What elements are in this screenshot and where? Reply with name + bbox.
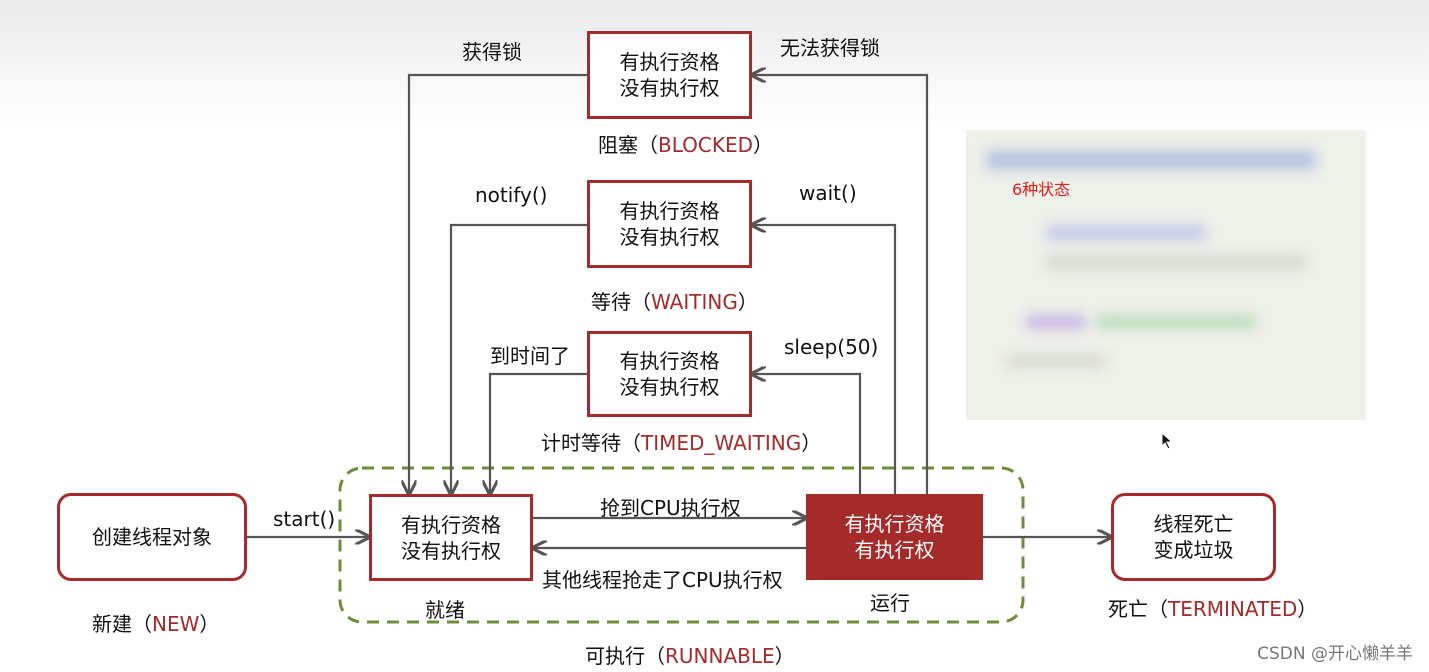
new-label: 新建（NEW） xyxy=(92,612,220,636)
arrow-time-up xyxy=(490,372,588,494)
time-up-label: 到时间了 xyxy=(490,344,570,368)
grab-cpu-label: 抢到CPU执行权 xyxy=(600,496,741,520)
ready-label: 就绪 xyxy=(425,598,465,622)
dead-line1: 线程死亡 xyxy=(1153,512,1234,536)
runnable-label: 可执行（RUNNABLE） xyxy=(585,644,795,668)
blurred-side-panel: 6种状态 xyxy=(966,130,1366,420)
blocked-label: 阻塞（BLOCKED） xyxy=(598,133,774,157)
ready-state-box: 有执行资格 没有执行权 xyxy=(369,494,533,581)
notify-label: notify() xyxy=(475,183,548,207)
sleep-label: sleep(50) xyxy=(784,335,879,359)
cannot-get-lock-label: 无法获得锁 xyxy=(780,36,880,60)
blocked-state-box: 有执行资格 没有执行权 xyxy=(587,31,752,119)
new-state-box: 创建线程对象 xyxy=(57,493,247,581)
running-line2: 有执行权 xyxy=(854,538,935,562)
waiting-line1: 有执行资格 xyxy=(619,199,720,223)
arrow-wait xyxy=(752,225,897,496)
get-lock-label: 获得锁 xyxy=(462,40,522,64)
waiting-line2: 没有执行权 xyxy=(619,225,720,249)
timed-line2: 没有执行权 xyxy=(619,375,720,399)
timed-waiting-state-box: 有执行资格 没有执行权 xyxy=(587,331,752,417)
running-label: 运行 xyxy=(870,591,910,615)
watermark: CSDN @开心懒羊羊 xyxy=(1257,644,1413,664)
start-label: start() xyxy=(273,507,336,531)
blurred-content xyxy=(966,130,1366,420)
running-line1: 有执行资格 xyxy=(844,512,945,536)
timed-line1: 有执行资格 xyxy=(619,349,720,373)
wait-label: wait() xyxy=(799,181,857,205)
blocked-line2: 没有执行权 xyxy=(619,76,720,100)
ready-line2: 没有执行权 xyxy=(401,538,501,563)
runnable-group-border xyxy=(338,466,1025,624)
new-line1: 创建线程对象 xyxy=(92,525,212,549)
arrow-sleep xyxy=(752,374,862,496)
arrow-get-lock xyxy=(409,73,588,494)
side-panel-title: 6种状态 xyxy=(1012,180,1071,199)
timed-waiting-label: 计时等待（TIMED_WAITING） xyxy=(541,431,822,455)
running-state-box: 有执行资格 有执行权 xyxy=(806,494,983,580)
arrow-cannot-get-lock xyxy=(752,75,929,496)
waiting-label: 等待（WAITING） xyxy=(591,290,758,314)
ready-line1: 有执行资格 xyxy=(401,512,501,537)
waiting-state-box: 有执行资格 没有执行权 xyxy=(587,180,752,268)
arrow-notify xyxy=(451,223,588,494)
blocked-line1: 有执行资格 xyxy=(619,50,720,74)
mouse-cursor-icon xyxy=(1161,432,1174,450)
dead-line2: 变成垃圾 xyxy=(1153,538,1234,562)
cpu-taken-label: 其他线程抢走了CPU执行权 xyxy=(542,568,783,592)
terminated-label: 死亡（TERMINATED） xyxy=(1108,597,1318,621)
terminated-state-box: 线程死亡 变成垃圾 xyxy=(1111,493,1276,581)
